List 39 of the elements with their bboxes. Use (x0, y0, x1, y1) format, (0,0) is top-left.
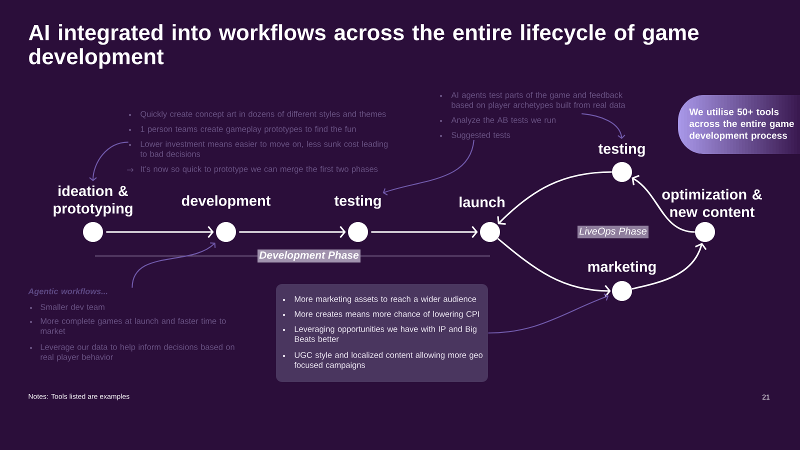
list-item: Leverage our data to help inform decisions based on real player behavior (40, 344, 234, 362)
list-item: More marketing assets to reach a wider audience (294, 296, 476, 304)
arrow (497, 238, 611, 297)
list-item: 1 person teams create gameplay prototypes to find the fun (140, 126, 356, 134)
list-item: More creates means more chance of lowering CPI (294, 310, 479, 319)
callout-box (276, 284, 488, 382)
stage-label: marketing (588, 261, 656, 275)
arrow (632, 242, 707, 290)
leader-arrow (382, 140, 474, 196)
list-item: UGC style and localized content allowing more geo focused campaigns (294, 352, 483, 370)
stage-label: optimization & new content (662, 188, 762, 218)
stage-label: testing (334, 195, 381, 209)
stage-label: ideation & prototyping (54, 185, 132, 217)
list-item: Smaller dev team (40, 304, 104, 310)
list-item: More complete games at launch and faster time to market (40, 318, 226, 334)
leader-arrow (132, 242, 216, 288)
list-item: Analyze the AB tests we run (451, 116, 556, 125)
list-item: Quickly create concept art in dozens of different styles and themes (140, 110, 386, 119)
phase-label: Development Phase (258, 250, 360, 262)
arrow (106, 226, 214, 238)
list-item: It’s now so quick to prototype we can merge the first two phases (140, 166, 378, 174)
arrow (497, 171, 612, 225)
list-item: Leveraging opportunities we have with IP and Big Beats better (294, 326, 476, 342)
leader-arrow (89, 142, 128, 182)
list-item: Suggested tests (452, 132, 510, 140)
phase-label: LiveOps Phase (578, 226, 649, 238)
stage-label: launch (460, 196, 504, 208)
leader-arrow (488, 293, 609, 334)
arrow (239, 226, 346, 238)
stage-label: testing (598, 143, 645, 157)
list-item: AI agents test parts of the game and feedback based on player archetypes built from real data (451, 92, 626, 110)
title: AI integrated into workflows across the entire lifecycle of game development (28, 24, 699, 69)
arrow (632, 174, 695, 233)
note-heading: Agentic workflows... (28, 288, 108, 296)
callout-text: We utilise 50+ tools across the entire game development process (689, 108, 794, 141)
stage-label: development (182, 195, 271, 209)
arrow (371, 226, 478, 238)
leader-arrow (582, 113, 626, 140)
list-item: Lower investment means easier to move on, less sunk cost leading to bad decisions (140, 140, 388, 157)
